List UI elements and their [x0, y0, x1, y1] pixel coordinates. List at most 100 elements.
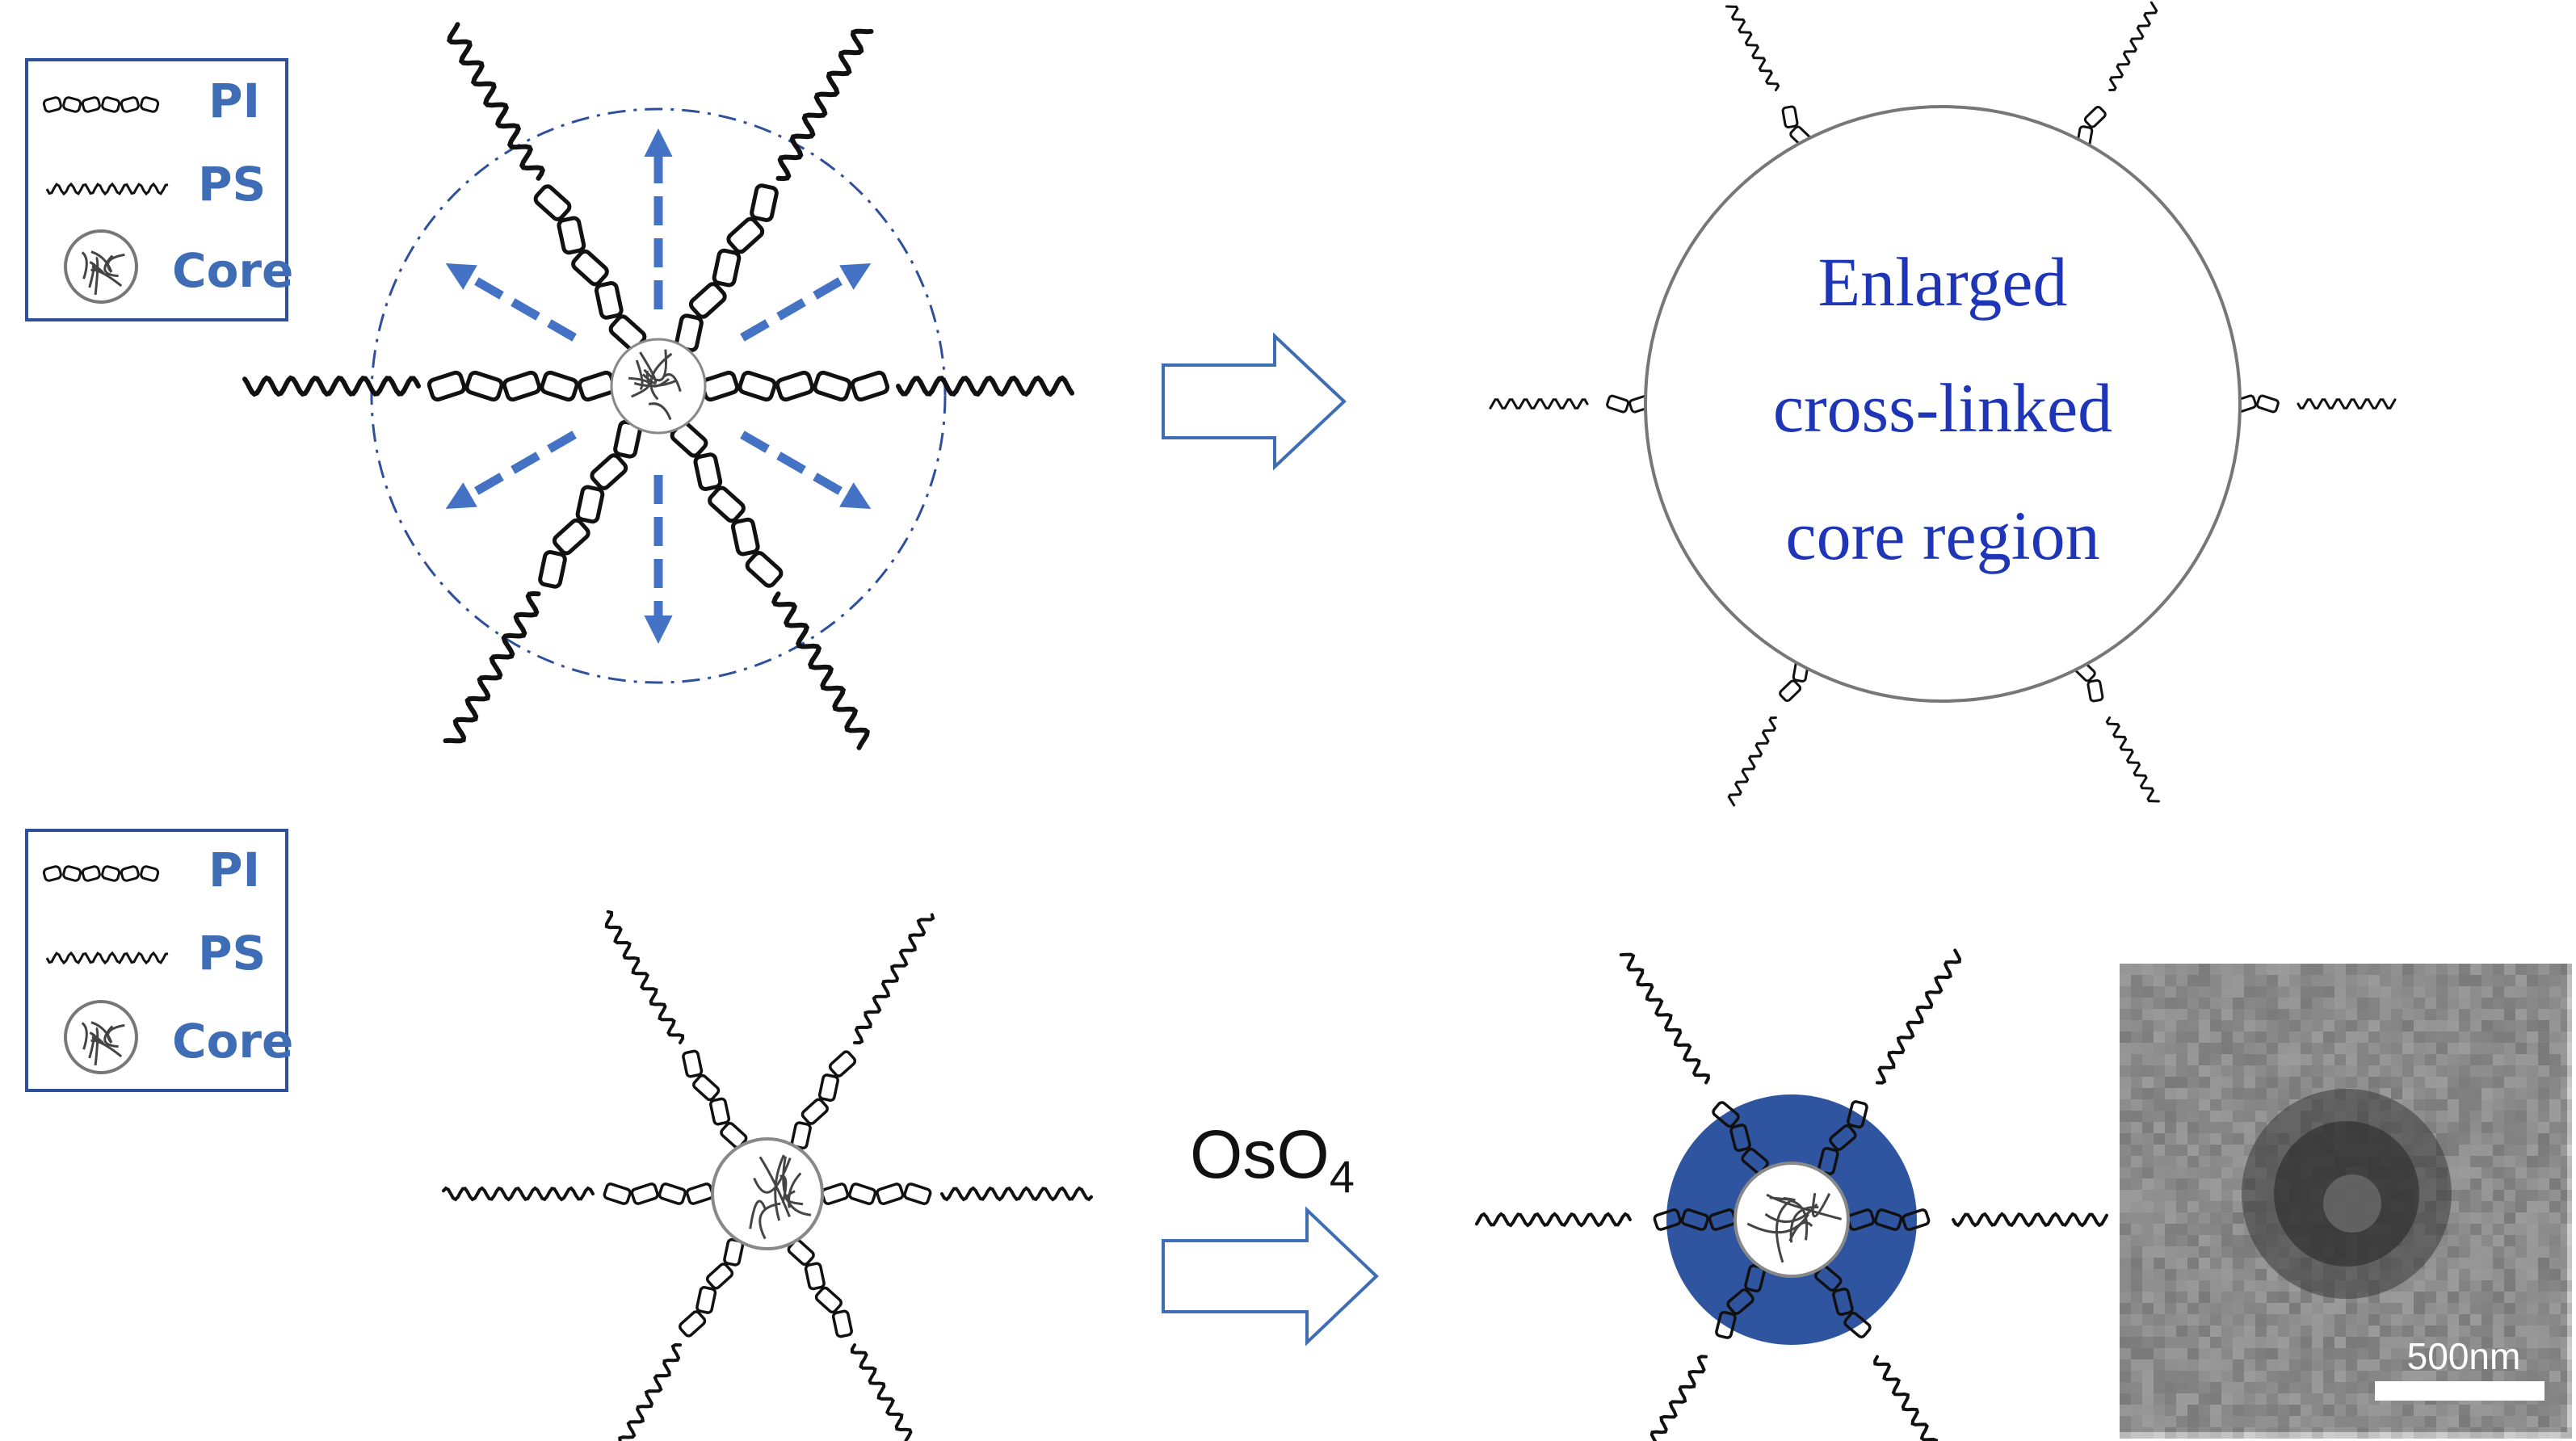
stained-star-polymer	[1475, 948, 2108, 1441]
pi-segment	[876, 1183, 905, 1205]
ps-chain-icon	[45, 951, 169, 965]
legend-label-ps: PS	[198, 157, 266, 212]
pi-segment	[738, 370, 777, 402]
ps-chain	[447, 22, 545, 181]
expansion-arrow	[740, 431, 872, 510]
enlarged-core-text-2: cross-linked	[1773, 369, 2112, 447]
enlarged-core-polymer: Enlarged cross-linked core region	[1489, 1, 2397, 807]
pi-segment	[813, 370, 852, 402]
pi-segment	[540, 370, 579, 402]
pi-segment	[712, 248, 742, 288]
star-polymer	[442, 910, 1093, 1441]
pi-segment	[575, 485, 605, 524]
enlarged-core-circle	[1644, 105, 2242, 703]
pi-segment	[1726, 1288, 1754, 1315]
legend-label-core: Core	[172, 1014, 293, 1069]
pi-segment	[81, 96, 101, 113]
scale-bar-label: 500nm	[2407, 1335, 2521, 1377]
pi-segment	[120, 865, 140, 882]
pi-segment	[745, 551, 784, 588]
pi-segment	[502, 370, 542, 402]
pi-segment	[2255, 394, 2280, 414]
star-arms	[242, 22, 1074, 750]
pi-segment	[750, 183, 779, 222]
pi-chain-icon	[42, 865, 160, 882]
legend-top: PI PS Core	[25, 58, 293, 321]
pi-segment	[709, 1097, 731, 1126]
expansion-arrow	[740, 263, 872, 342]
pi-segment	[705, 1262, 734, 1290]
ps-chain	[775, 28, 874, 182]
pi-segment	[831, 1309, 853, 1338]
ps-chain	[1952, 1212, 2108, 1228]
pi-segment	[594, 281, 624, 320]
reagent-label: OsO4	[1190, 1116, 1355, 1202]
pi-segment	[1843, 1311, 1872, 1338]
core-icon	[1733, 1162, 1850, 1278]
pi-segment	[804, 1262, 826, 1291]
pi-segment	[708, 485, 746, 523]
pi-segment	[1712, 1101, 1740, 1128]
legend-label-pi: PI	[208, 74, 260, 128]
ps-chain	[442, 1186, 595, 1202]
pi-segment	[1680, 1208, 1709, 1231]
staining-step: OsO4	[1162, 1116, 1379, 1346]
pi-segment	[62, 96, 82, 113]
ps-chain	[443, 590, 541, 744]
ps-chain	[1725, 5, 1780, 91]
pi-segment	[1832, 1288, 1854, 1317]
ps-chain	[618, 1342, 682, 1441]
reagent-subscript: 4	[1330, 1151, 1355, 1202]
pi-chain-icon	[42, 96, 160, 113]
ps-chain	[1727, 716, 1777, 807]
pi-segment	[140, 96, 160, 113]
pi-segment	[1606, 394, 1630, 414]
ps-chain	[1619, 952, 1710, 1085]
pi-segment	[658, 1183, 687, 1205]
pi-segment	[42, 865, 62, 882]
pi-segment	[571, 249, 609, 287]
enlarged-core-text-1: Enlarged	[1818, 243, 2068, 321]
pi-segment	[2083, 106, 2107, 128]
process-arrow-top	[1162, 332, 1347, 471]
pi-segment	[1715, 1310, 1737, 1339]
pi-segment	[1829, 1124, 1857, 1151]
pi-segment	[1779, 679, 1801, 703]
pi-segment	[1729, 1124, 1751, 1153]
core-icon	[711, 1137, 824, 1250]
process-arrow-bottom	[1162, 1206, 1379, 1346]
ps-chain	[242, 375, 421, 397]
ps-chain	[2297, 398, 2397, 410]
pi-segment	[692, 1073, 721, 1102]
pi-segment	[557, 216, 586, 255]
legend-label-pi: PI	[208, 842, 260, 897]
expansion-arrow	[445, 263, 577, 342]
pi-segment	[1653, 1208, 1682, 1231]
pi-segment	[688, 282, 727, 319]
expansion-arrow	[445, 431, 577, 510]
star-arms	[1475, 948, 2108, 1441]
pi-segment	[820, 1183, 850, 1205]
pi-segment	[552, 518, 590, 556]
ps-chain	[1489, 398, 1589, 410]
core-icon	[64, 1000, 138, 1074]
pi-segment	[1847, 1100, 1868, 1129]
expansion-arrows	[445, 128, 872, 645]
star-arms	[1489, 1, 2397, 807]
pi-segment	[726, 216, 765, 254]
pi-segment	[693, 452, 723, 491]
ps-chain	[1873, 1355, 1939, 1441]
ps-chain	[771, 591, 870, 750]
pi-segment	[101, 96, 121, 113]
pi-segment	[120, 96, 140, 113]
pi-segment	[101, 865, 121, 882]
tem-micrograph: 500nm	[2120, 964, 2572, 1439]
pi-segment	[828, 1050, 857, 1078]
particle-core	[2323, 1174, 2381, 1233]
core-icon	[610, 338, 707, 435]
pi-segment	[590, 453, 628, 490]
ps-chain	[604, 910, 685, 1044]
enlarged-core-text-3: core region	[1785, 497, 2099, 574]
pi-segment	[42, 96, 62, 113]
